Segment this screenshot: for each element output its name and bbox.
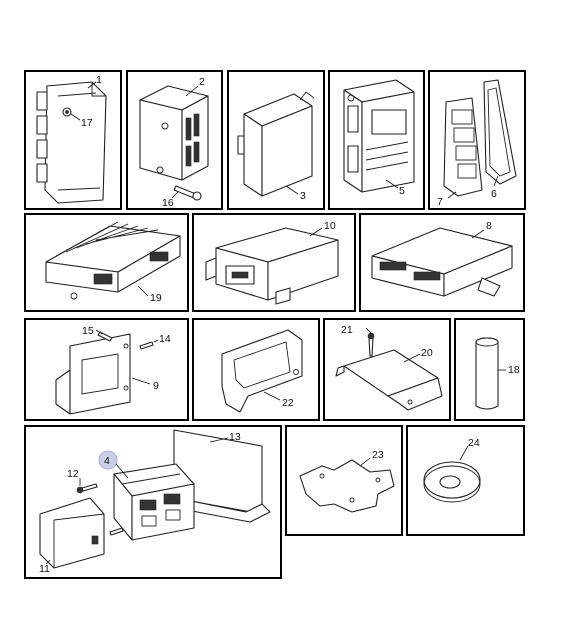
part-screw-17 (62, 107, 72, 117)
part-bracket-9 (55, 333, 131, 415)
callout-7: 7 (437, 196, 443, 208)
callout-6: 6 (491, 188, 497, 200)
callout-22: 22 (282, 397, 294, 409)
panel-plate-20[interactable]: 21 20 (323, 318, 451, 421)
panel-module-8[interactable]: 8 (359, 213, 525, 312)
part-module-8 (371, 227, 513, 297)
callout-4-highlight[interactable] (98, 450, 118, 470)
panel-assembly-4[interactable]: 4 12 13 11 (24, 425, 282, 579)
part-fuse-box-4 (113, 463, 195, 541)
part-cover-11 (39, 497, 105, 569)
part-module-5 (343, 79, 415, 193)
panel-holder-6-cover-7[interactable]: 6 7 (428, 70, 526, 210)
part-bracket-22 (221, 329, 303, 413)
panel-bracket-9[interactable]: 15 14 9 (24, 318, 189, 421)
callout-21: 21 (341, 324, 353, 336)
part-ring-24 (423, 461, 481, 503)
callout-11: 11 (39, 563, 50, 575)
callout-17: 17 (81, 117, 93, 129)
panel-module-10[interactable]: 10 (192, 213, 356, 312)
panel-cylinder-18[interactable]: 18 (454, 318, 525, 421)
callout-12: 12 (67, 468, 79, 480)
callout-13: 13 (229, 431, 241, 443)
panel-control-module-1[interactable]: 1 17 (24, 70, 122, 210)
callout-15: 15 (82, 325, 94, 337)
part-cover-6 (483, 79, 517, 185)
part-screw-15 (97, 331, 113, 342)
panel-plate-23[interactable]: 23 (285, 425, 403, 536)
part-module-10 (205, 227, 339, 305)
callout-19: 19 (150, 292, 162, 304)
callout-5: 5 (399, 185, 405, 197)
part-screw-14 (139, 341, 154, 350)
callout-8: 8 (486, 220, 492, 232)
callout-1: 1 (96, 74, 102, 86)
part-control-unit-2 (139, 85, 209, 181)
part-bolt-16 (173, 185, 202, 201)
part-holder-7 (443, 97, 483, 197)
part-module-3 (237, 91, 315, 197)
callout-16: 16 (162, 197, 174, 209)
callout-2: 2 (199, 76, 205, 88)
part-plate-20 (335, 349, 443, 411)
panel-bracket-22[interactable]: 22 (192, 318, 320, 421)
callout-4: 4 (104, 455, 110, 467)
part-control-module-1 (36, 81, 107, 204)
part-screw-4 (109, 527, 124, 536)
callout-24: 24 (468, 437, 480, 449)
part-cylinder-18 (475, 337, 499, 410)
panel-control-unit-2[interactable]: 2 16 (126, 70, 223, 210)
panel-ring-24[interactable]: 24 (406, 425, 525, 536)
part-plate-23 (299, 459, 395, 513)
callout-10: 10 (324, 220, 336, 232)
panel-module-3[interactable]: 3 (227, 70, 325, 210)
callout-18: 18 (508, 364, 520, 376)
callout-9: 9 (153, 380, 159, 392)
part-screw-12 (76, 483, 98, 494)
callout-23: 23 (372, 449, 384, 461)
callout-3: 3 (300, 190, 306, 202)
part-screw-21 (367, 332, 375, 357)
part-module-19 (45, 221, 181, 300)
panel-module-5[interactable]: 5 (328, 70, 425, 210)
callout-14: 14 (159, 333, 171, 345)
panel-module-19[interactable]: 19 (24, 213, 189, 312)
callout-20: 20 (421, 347, 433, 359)
